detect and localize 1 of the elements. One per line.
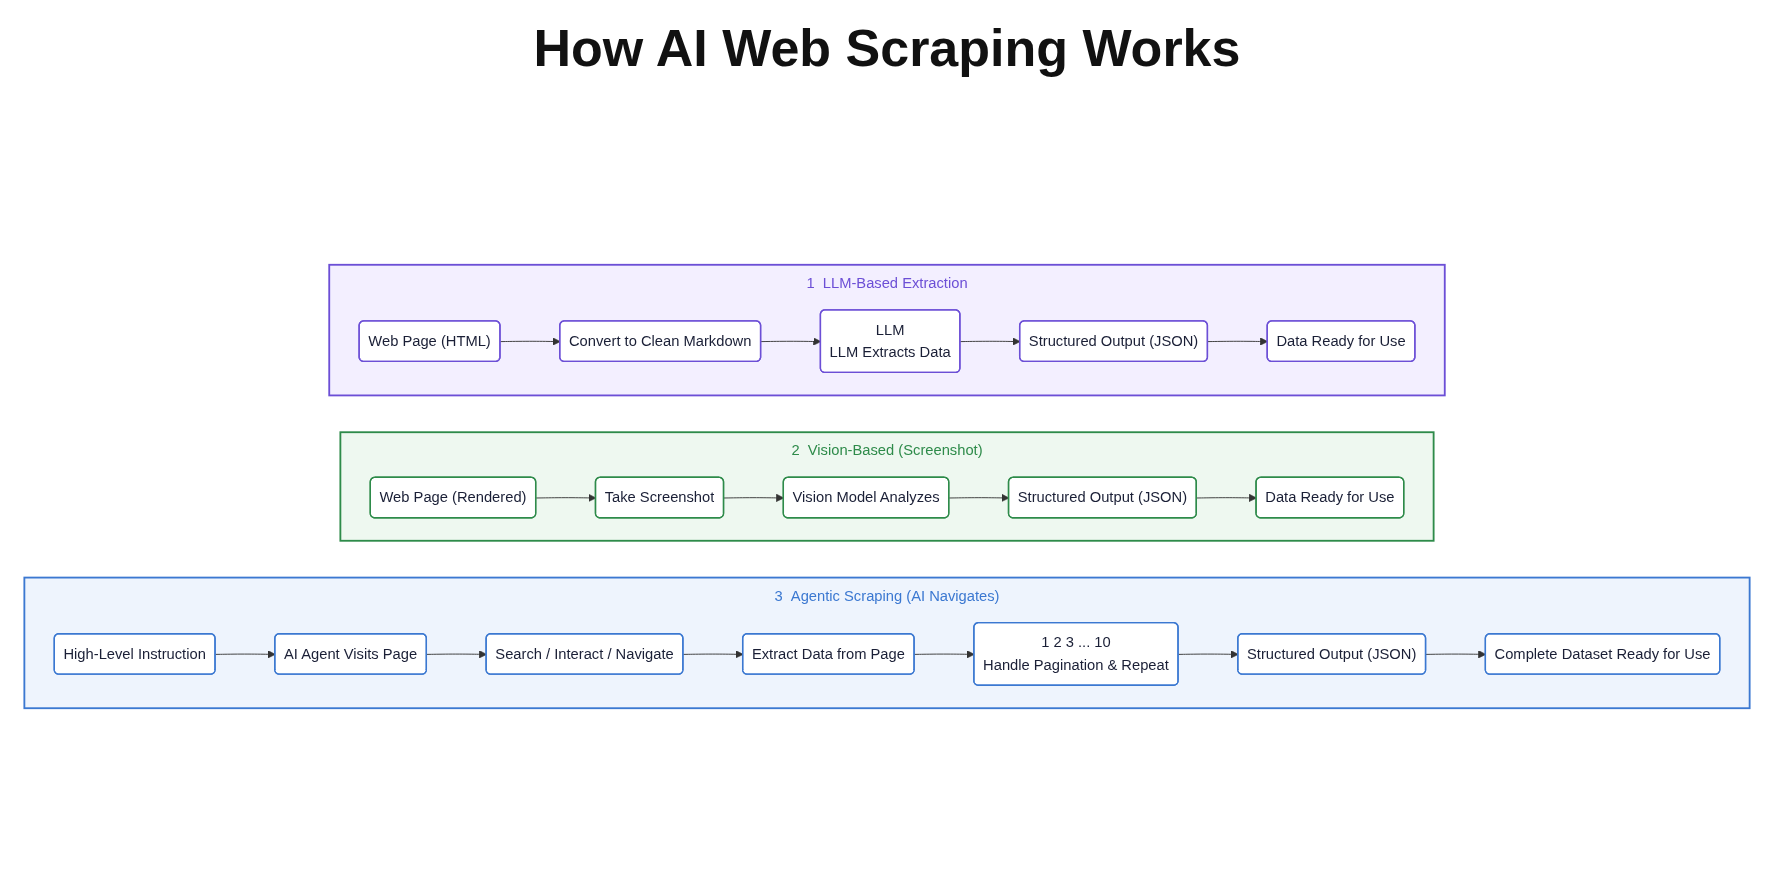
title: How AI Web Scraping Works: [533, 18, 1241, 78]
